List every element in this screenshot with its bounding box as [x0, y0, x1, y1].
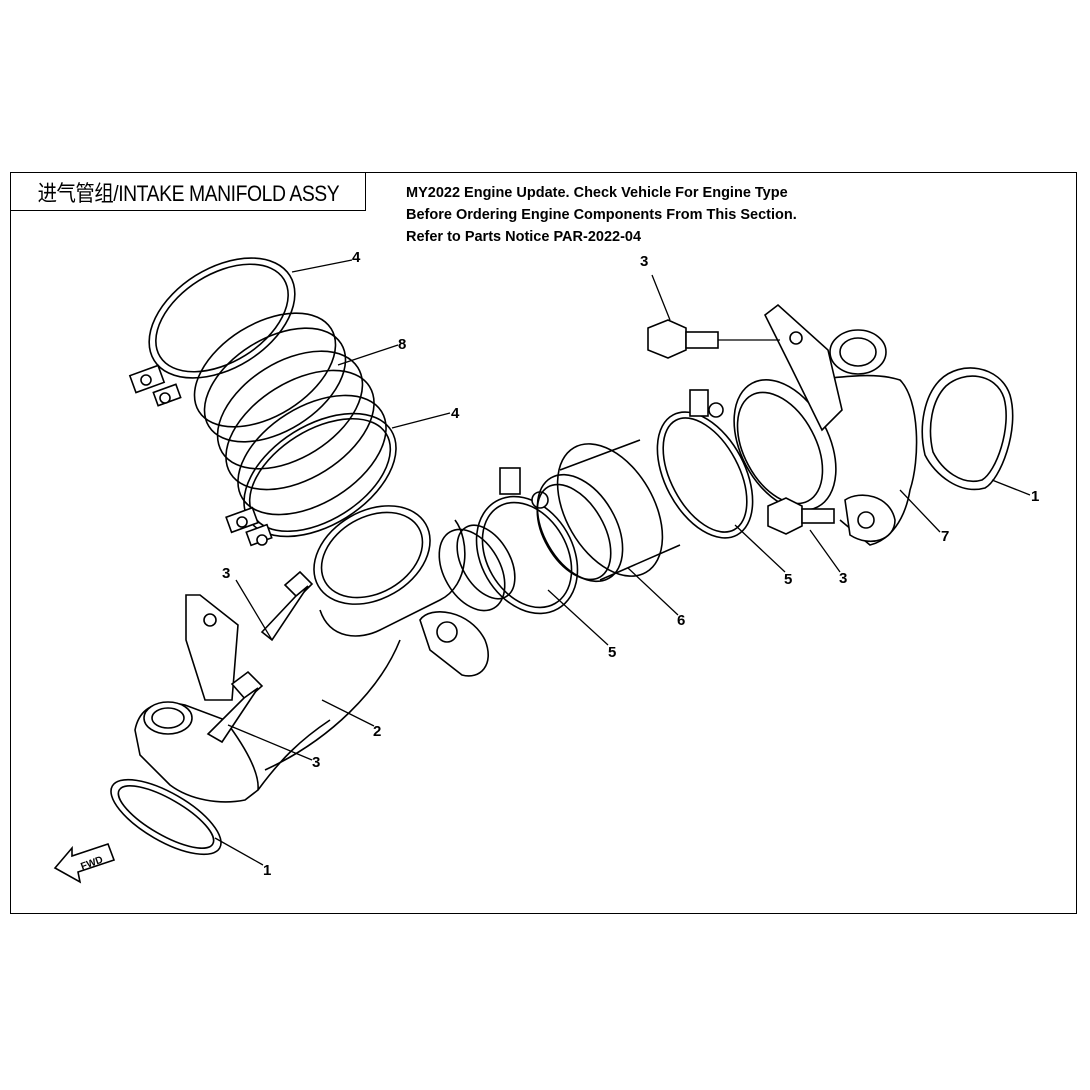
callout-5-right: 5 [784, 571, 792, 588]
notice-line-2: Before Ordering Engine Components From T… [406, 207, 797, 223]
callout-4-mid: 4 [451, 405, 460, 422]
part-1-gasket-right [921, 367, 1014, 491]
callout-1-right: 1 [1031, 488, 1039, 505]
callout-3-right: 3 [839, 570, 847, 587]
part-4-clamp-mid [225, 412, 397, 547]
engine-update-notice: MY2022 Engine Update. Check Vehicle For … [406, 182, 797, 248]
callout-7: 7 [941, 528, 949, 545]
part-6-throttle-hose [536, 439, 681, 583]
forward-arrow-icon: FWD [53, 842, 116, 884]
notice-line-3: Refer to Parts Notice PAR-2022-04 [406, 229, 642, 245]
diagram-frame [10, 172, 1077, 914]
callout-2: 2 [373, 723, 381, 740]
callout-3-bottom: 3 [312, 754, 320, 771]
callout-5-mid: 5 [608, 644, 616, 661]
leader-lines [214, 259, 1031, 866]
part-4-clamp-top [128, 257, 296, 407]
part-7-intake-manifold [733, 303, 918, 546]
part-1-gasket-bottom [110, 778, 222, 856]
part-3-bolt-right [767, 497, 835, 535]
callout-8: 8 [398, 336, 406, 353]
notice-line-1: MY2022 Engine Update. Check Vehicle For … [406, 185, 788, 201]
callout-4-top: 4 [352, 249, 361, 266]
part-3-bolt-topright [647, 319, 719, 359]
page-title: 进气管组/INTAKE MANIFOLD ASSY [37, 180, 339, 206]
part-5-clamp-mid [475, 467, 579, 615]
title-box: 进气管组/INTAKE MANIFOLD ASSY [10, 172, 366, 211]
part-3-bolt-left [260, 570, 314, 642]
part-5-clamp-right [656, 389, 754, 539]
callout-3-topright: 3 [640, 253, 648, 270]
part-8-hose [193, 312, 387, 516]
callout-3-left: 3 [222, 565, 230, 582]
part-3-bolt-bottom [206, 670, 264, 744]
callout-6: 6 [677, 612, 685, 629]
callout-1-bottom: 1 [263, 862, 271, 879]
part-2-intake-manifold [134, 505, 516, 803]
